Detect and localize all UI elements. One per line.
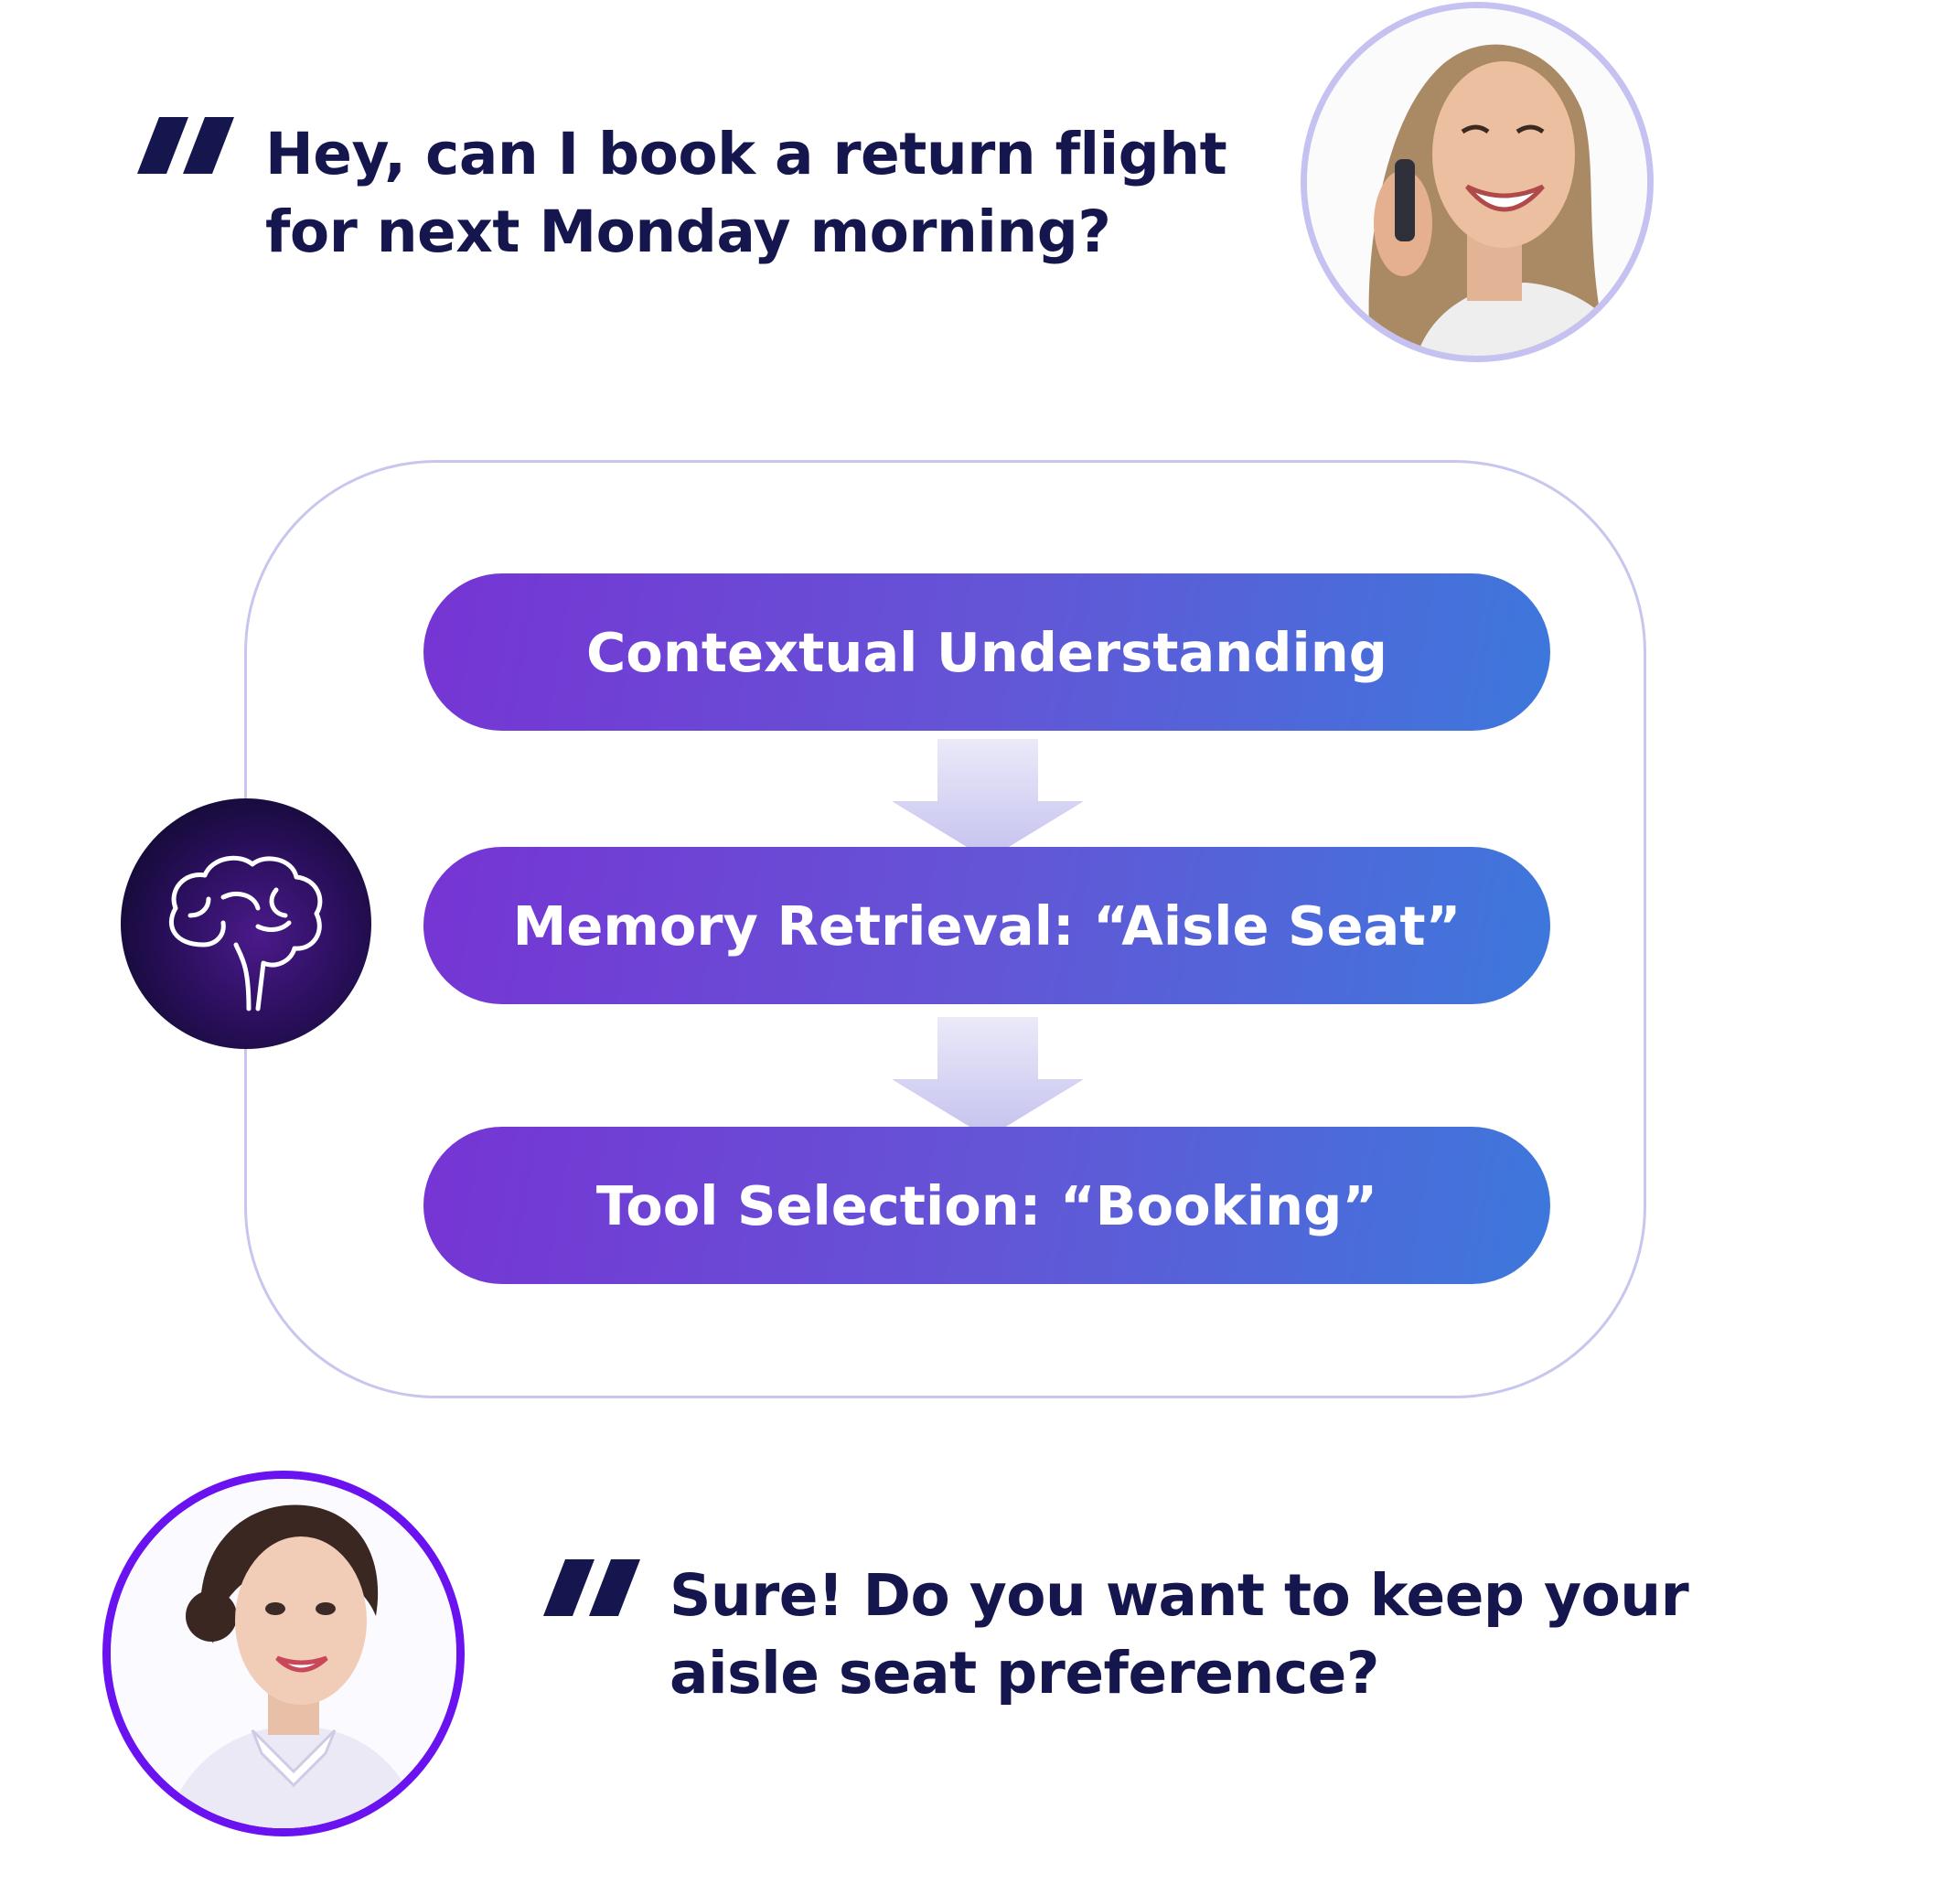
brain-badge bbox=[121, 798, 371, 1049]
quote-mark-icon bbox=[543, 1559, 640, 1616]
agent-message-line-2: aisle seat preference? bbox=[669, 1640, 1379, 1707]
down-arrow-icon bbox=[892, 739, 1084, 860]
user-message: Hey, can I book a return flight for next… bbox=[265, 115, 1227, 271]
step-tool-selection: Tool Selection: “Booking” bbox=[423, 1127, 1550, 1284]
quote-mark-icon bbox=[137, 117, 234, 174]
user-avatar bbox=[1301, 2, 1654, 362]
step-contextual-understanding: Contextual Understanding bbox=[423, 573, 1550, 731]
agent-message-line-1: Sure! Do you want to keep your bbox=[669, 1562, 1689, 1629]
agent-avatar bbox=[102, 1471, 465, 1836]
step-memory-retrieval: Memory Retrieval: “Aisle Seat” bbox=[423, 847, 1550, 1004]
user-message-line-2: for next Monday morning? bbox=[265, 198, 1111, 265]
user-message-line-1: Hey, can I book a return flight bbox=[265, 121, 1227, 187]
down-arrow-icon bbox=[892, 1017, 1084, 1138]
agent-message: Sure! Do you want to keep your aisle sea… bbox=[669, 1557, 1689, 1712]
brain-icon bbox=[168, 855, 323, 1012]
